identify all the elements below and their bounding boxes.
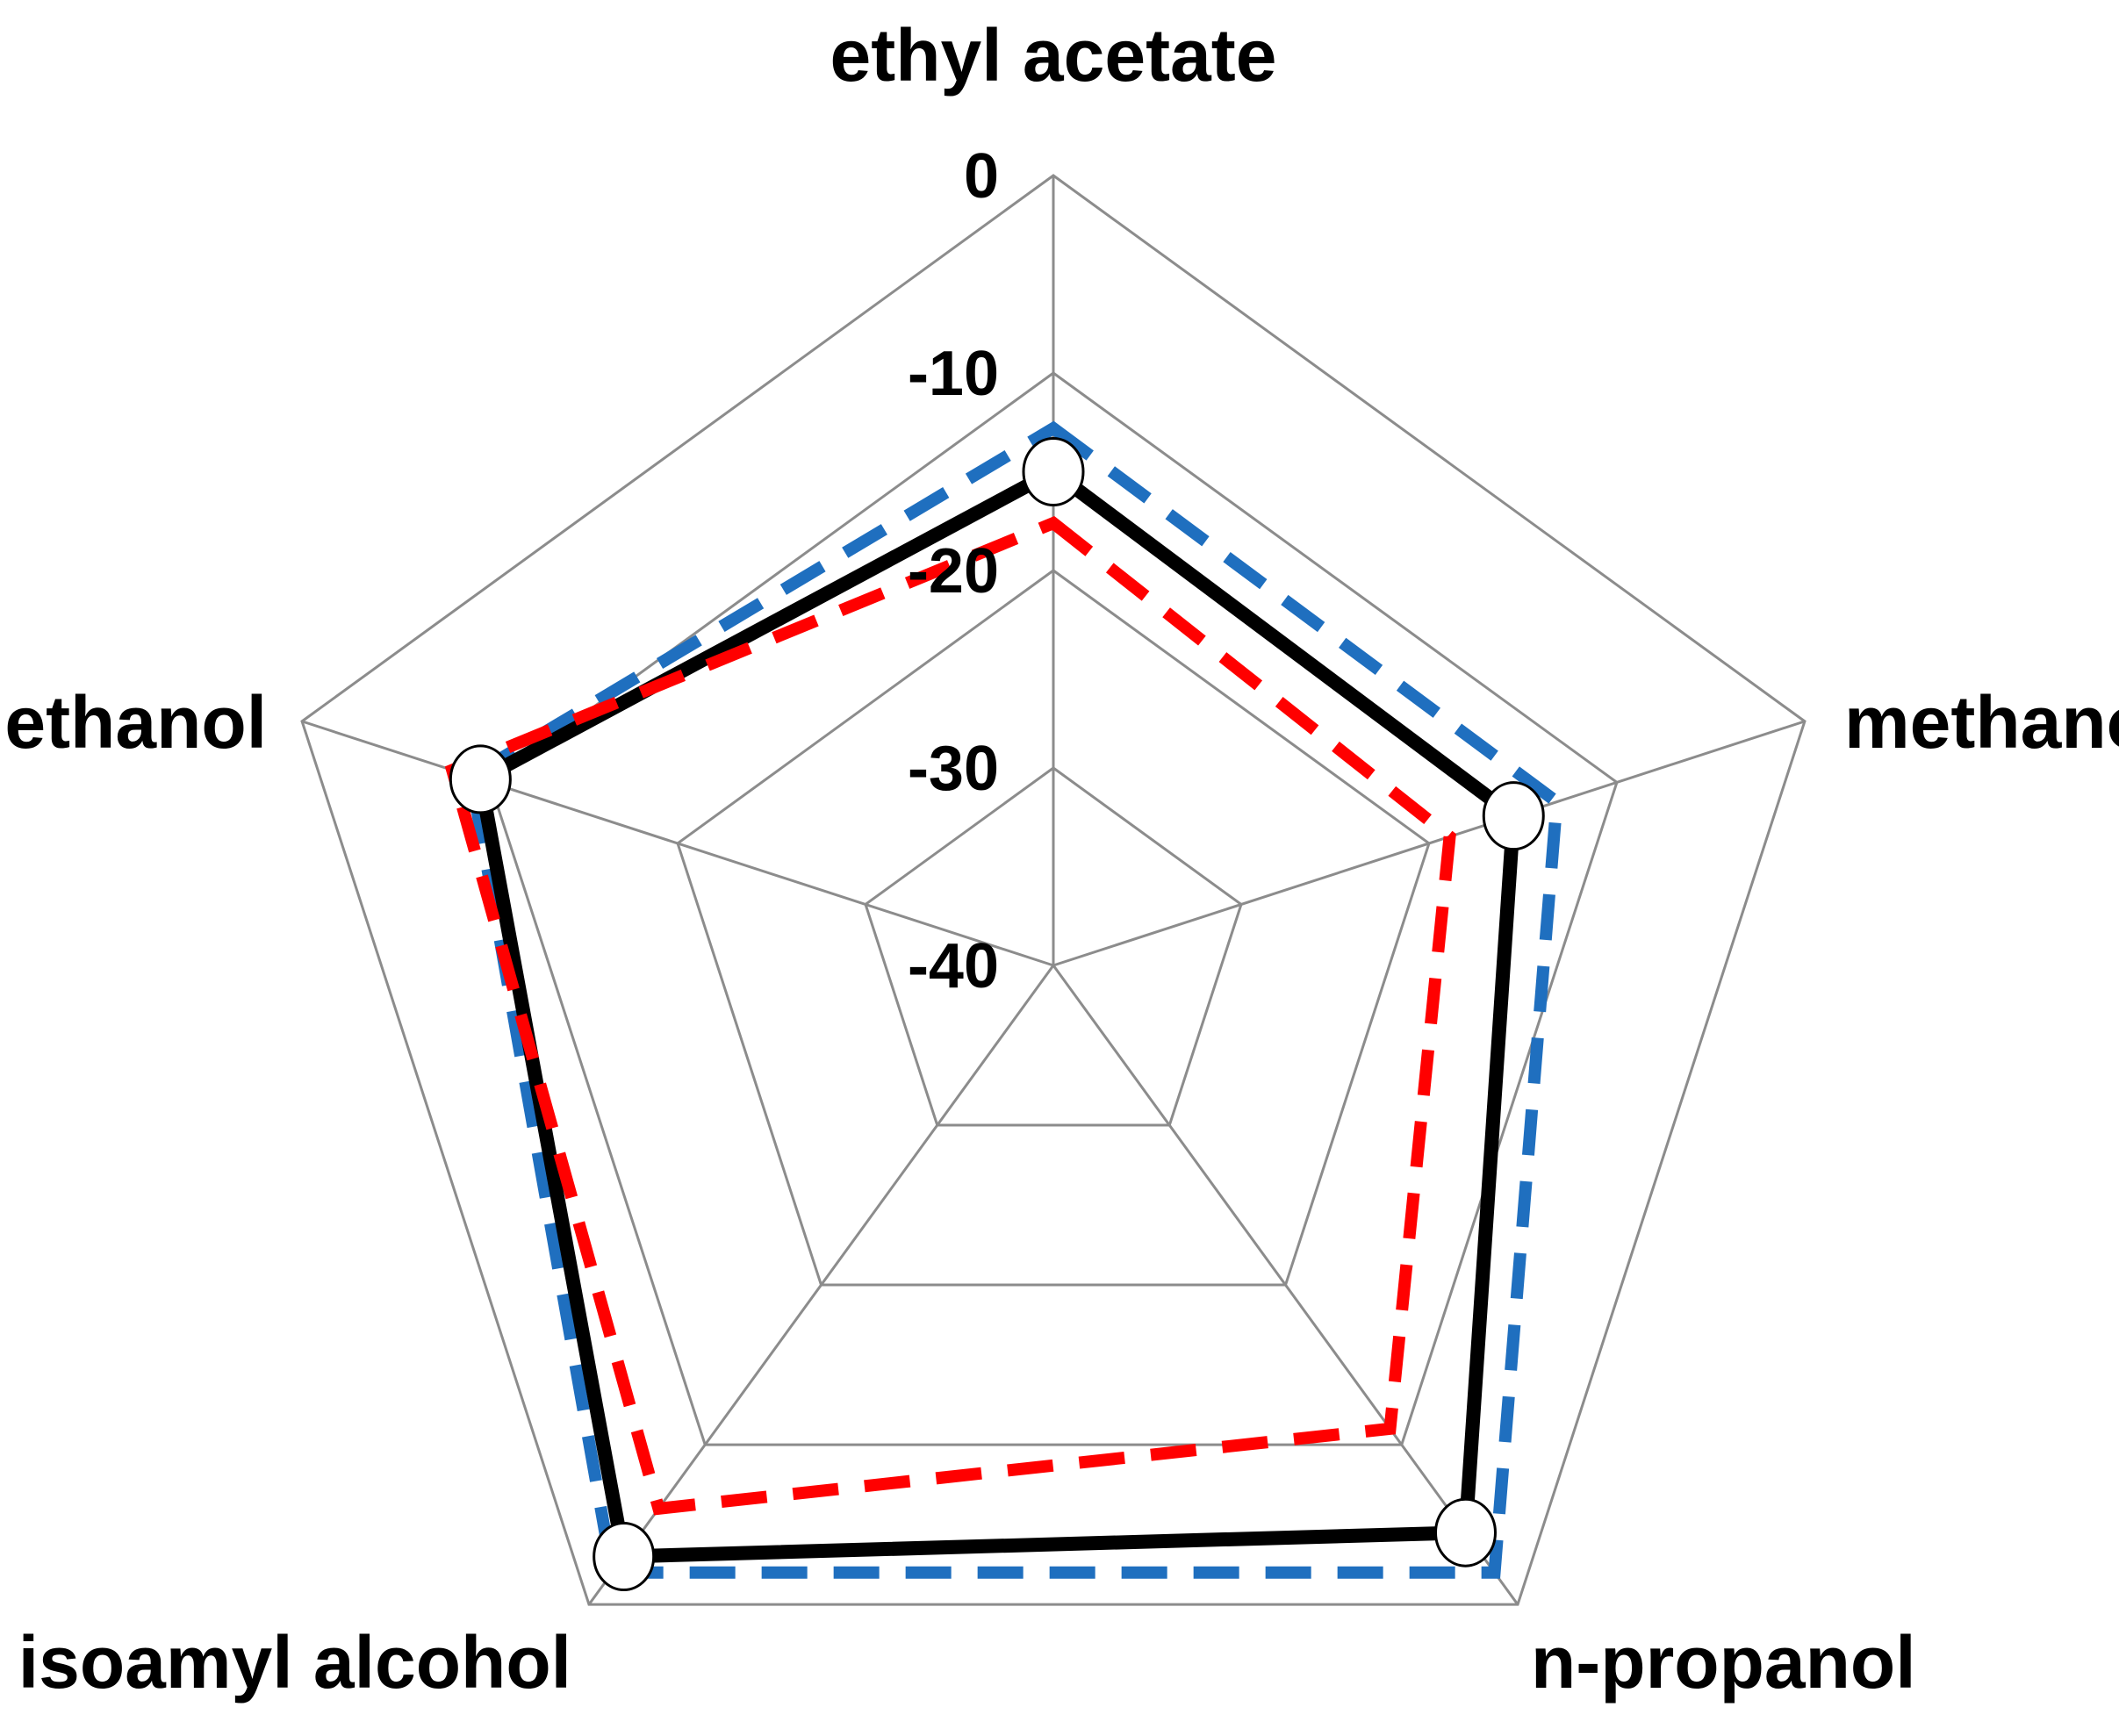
spoke-n-propanol <box>1052 965 1519 1605</box>
marker-layer <box>449 437 1545 1592</box>
marker-methanol <box>1482 781 1545 851</box>
axis-label-ethyl-acetate: ethyl acetate <box>830 14 1277 97</box>
tick-label-3: -30 <box>908 734 999 804</box>
spoke-methanol <box>1052 720 1806 967</box>
spoke-layer <box>301 176 1806 1605</box>
tick-label-2: -20 <box>908 536 999 606</box>
series-layer <box>444 420 1563 1579</box>
series-line-0 <box>472 463 1521 1564</box>
axis-label-isoamyl-alcohol: isoamyl alcohol <box>18 1621 571 1704</box>
axis-label-layer: ethyl acetate methanol n-propanol isoamyl a… <box>4 14 2119 1704</box>
spoke-isoamyl-alcohol <box>587 965 1055 1605</box>
axis-label-methanol: methanol <box>1844 681 2119 764</box>
grid-ring-0 <box>300 174 1807 1606</box>
grid-ring-2 <box>676 569 1431 1287</box>
marker-ethyl-acetate <box>1022 437 1085 506</box>
tick-label-1: -10 <box>908 339 999 409</box>
marker-isoamyl-alcohol <box>593 1522 656 1592</box>
series-line-2 <box>444 515 1456 1516</box>
spoke-ethanol <box>301 720 1054 967</box>
series-line-1 <box>463 420 1563 1579</box>
axis-label-ethanol: ethanol <box>4 681 267 764</box>
tick-label-layer: 0 -10 -20 -30 -40 <box>908 141 999 1001</box>
tick-label-0: 0 <box>964 141 999 212</box>
marker-ethanol <box>449 744 512 814</box>
axis-label-n-propanol: n-propanol <box>1531 1621 1916 1704</box>
tick-label-4: -40 <box>908 931 999 1001</box>
marker-n-propanol <box>1433 1497 1497 1567</box>
grid-ring-3 <box>864 766 1243 1127</box>
